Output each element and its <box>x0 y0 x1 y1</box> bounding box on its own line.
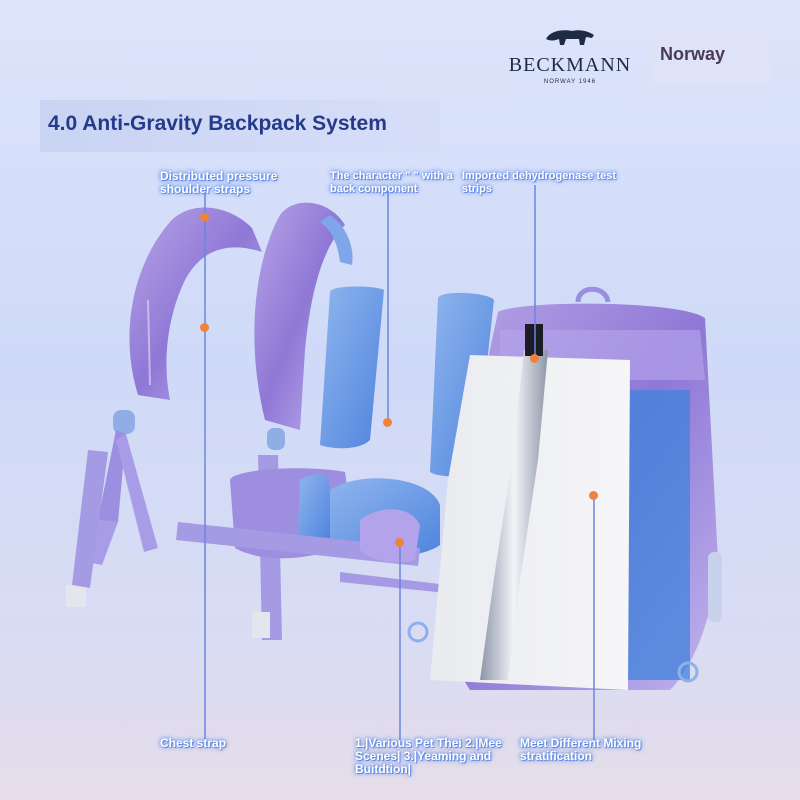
brand-name: BECKMANN <box>508 54 632 76</box>
marker-test-strips <box>530 354 539 363</box>
callout-modes: Meet Different Mixing stratification <box>520 736 642 763</box>
callout-shoulder-straps: Distributed pressure shoulder straps <box>160 169 278 196</box>
title-band <box>40 100 440 152</box>
brand-tagline: NORWAY 1946 <box>543 79 597 85</box>
callout-test-strips: Imported dehydrogenase test strips <box>462 170 617 195</box>
callout-back-component: The character " " with a back component <box>330 170 453 195</box>
harness <box>176 202 456 640</box>
left-shoulder-strap <box>66 207 262 607</box>
callout-chest-strap: Chest strap <box>160 736 227 750</box>
back-plate <box>430 324 630 690</box>
marker-scenes <box>395 538 404 547</box>
marker-back-component <box>383 418 392 427</box>
callout-lines <box>204 185 595 740</box>
marker-modes <box>589 491 598 500</box>
brand-logo: BECKMANN NORWAY 1946 <box>505 25 635 85</box>
page-title: 4.0 Anti-Gravity Backpack System <box>48 112 387 135</box>
marker-shoulder-straps <box>200 213 209 222</box>
polar-bear-logo-icon <box>546 30 594 45</box>
country-label: Norway <box>650 32 770 82</box>
callout-scenes: 1.|Various Pet Thei 2.|Mee Scenes| 3.|Ye… <box>355 736 502 776</box>
marker-chest-strap <box>200 323 209 332</box>
